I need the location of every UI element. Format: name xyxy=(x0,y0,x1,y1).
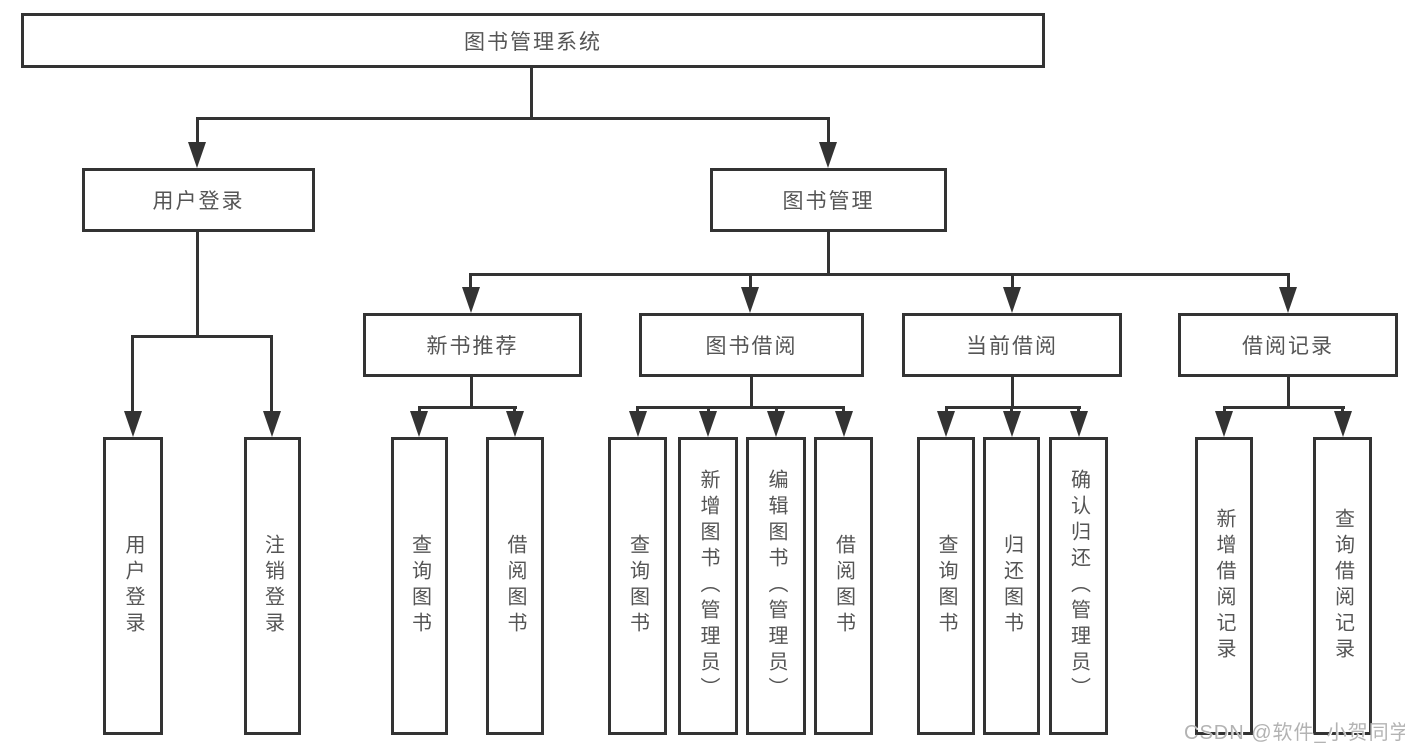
connector-line xyxy=(418,406,517,409)
arrow-down-icon xyxy=(1215,411,1233,437)
arrow-down-icon xyxy=(188,142,206,168)
connector-line xyxy=(131,335,134,415)
leaf-label: 查询借阅记录 xyxy=(1331,508,1354,664)
arrow-down-icon xyxy=(699,411,717,437)
node-label: 借阅记录 xyxy=(1242,335,1334,358)
connector-line xyxy=(270,335,273,415)
connector-line xyxy=(418,406,421,414)
leaf-query-borrowing-record: 查询借阅记录 xyxy=(1313,437,1372,735)
leaf-label: 用户登录 xyxy=(122,534,144,638)
leaf-label: 新增借阅记录 xyxy=(1213,508,1235,664)
arrow-down-icon xyxy=(1003,287,1021,313)
node-user-login: 用户登录 xyxy=(82,168,315,232)
leaf-label: 借阅图书 xyxy=(504,534,526,638)
connector-line xyxy=(469,273,1289,276)
arrow-down-icon xyxy=(506,411,524,437)
arrow-down-icon xyxy=(124,411,142,437)
connector-line xyxy=(1077,406,1080,414)
connector-line xyxy=(1287,273,1290,291)
connector-line xyxy=(1010,406,1013,414)
leaf-label: 归还图书 xyxy=(1000,534,1023,638)
leaf-label: 确认归还（管理员） xyxy=(1067,469,1090,703)
connector-line xyxy=(750,377,753,406)
arrow-down-icon xyxy=(629,411,647,437)
arrow-down-icon xyxy=(1003,411,1021,437)
leaf-label: 查询图书 xyxy=(626,534,649,638)
connector-line xyxy=(636,406,845,409)
node-borrowing-records: 借阅记录 xyxy=(1178,313,1398,377)
connector-line xyxy=(196,117,199,147)
leaf-user-login: 用户登录 xyxy=(103,437,163,735)
connector-line xyxy=(827,117,830,147)
arrow-down-icon xyxy=(741,287,759,313)
connector-line xyxy=(530,68,533,117)
leaf-label: 查询图书 xyxy=(935,534,957,638)
node-label: 图书管理系统 xyxy=(464,30,602,54)
leaf-add-books-admin: 新增图书（管理员） xyxy=(678,437,738,735)
leaf-confirm-return-admin: 确认归还（管理员） xyxy=(1049,437,1108,735)
arrow-down-icon xyxy=(937,411,955,437)
node-label: 当前借阅 xyxy=(966,335,1058,358)
leaf-query-books-borrowing: 查询图书 xyxy=(608,437,667,735)
arrow-down-icon xyxy=(1070,411,1088,437)
csdn-watermark: CSDN @软件_小贺同学 xyxy=(1184,722,1405,744)
connector-line xyxy=(749,273,752,291)
connector-line xyxy=(196,232,199,335)
arrow-down-icon xyxy=(462,287,480,313)
arrow-down-icon xyxy=(1279,287,1297,313)
connector-line xyxy=(1011,377,1014,406)
leaf-return-books: 归还图书 xyxy=(983,437,1040,735)
node-label: 图书借阅 xyxy=(705,335,798,358)
connector-line xyxy=(196,117,830,120)
connector-line xyxy=(131,335,273,338)
connector-line xyxy=(1287,377,1290,406)
leaf-add-borrowing-record: 新增借阅记录 xyxy=(1195,437,1253,735)
leaf-logout: 注销登录 xyxy=(244,437,301,735)
connector-line xyxy=(470,377,473,406)
node-library-management-system: 图书管理系统 xyxy=(21,13,1045,68)
node-new-book-recommendation: 新书推荐 xyxy=(363,313,582,377)
leaf-edit-books-admin: 编辑图书（管理员） xyxy=(746,437,806,735)
leaf-borrow-books-recommendation: 借阅图书 xyxy=(486,437,544,735)
node-book-borrowing: 图书借阅 xyxy=(639,313,864,377)
arrow-down-icon xyxy=(410,411,428,437)
connector-line xyxy=(469,273,472,291)
arrow-down-icon xyxy=(835,411,853,437)
leaf-label: 注销登录 xyxy=(261,534,284,638)
leaf-label: 借阅图书 xyxy=(832,534,855,638)
leaf-label: 查询图书 xyxy=(408,534,431,638)
leaf-label: 新增图书（管理员） xyxy=(697,469,719,703)
node-label: 新书推荐 xyxy=(426,335,519,358)
leaf-borrow-books: 借阅图书 xyxy=(814,437,873,735)
arrow-down-icon xyxy=(263,411,281,437)
connector-line xyxy=(945,406,1081,409)
connector-line xyxy=(1223,406,1345,409)
node-book-management: 图书管理 xyxy=(710,168,947,232)
node-current-borrowing: 当前借阅 xyxy=(902,313,1122,377)
connector-line xyxy=(1341,406,1344,414)
connector-line xyxy=(842,406,845,414)
connector-line xyxy=(1223,406,1226,414)
connector-line xyxy=(513,406,516,414)
leaf-label: 编辑图书（管理员） xyxy=(765,469,787,703)
leaf-query-books-current: 查询图书 xyxy=(917,437,975,735)
connector-line xyxy=(945,406,948,414)
connector-line xyxy=(827,232,830,273)
arrow-down-icon xyxy=(1334,411,1352,437)
connector-line xyxy=(707,406,710,414)
node-label: 图书管理 xyxy=(782,190,875,213)
arrow-down-icon xyxy=(819,142,837,168)
connector-line xyxy=(775,406,778,414)
connector-line xyxy=(1011,273,1014,291)
connector-line xyxy=(636,406,639,414)
leaf-query-books-recommendation: 查询图书 xyxy=(391,437,448,735)
node-label: 用户登录 xyxy=(152,190,245,213)
arrow-down-icon xyxy=(767,411,785,437)
